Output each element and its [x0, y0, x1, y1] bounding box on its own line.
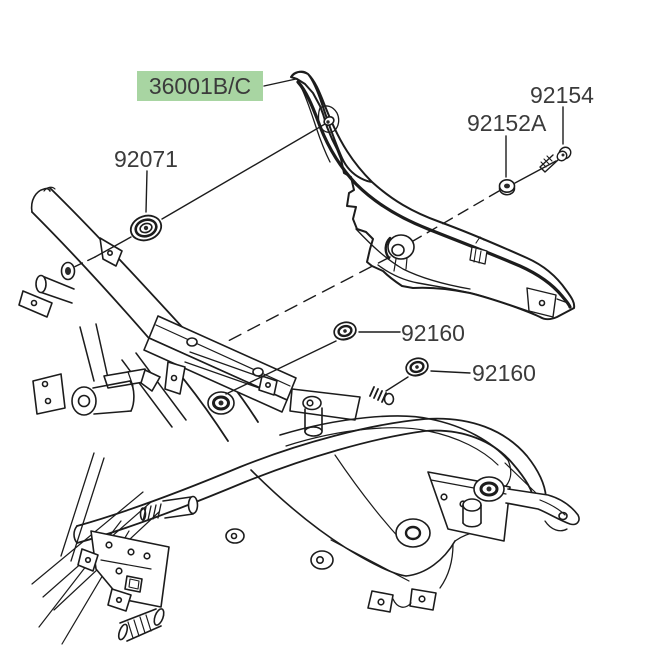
- assembly-axis-lines: [71, 123, 557, 395]
- callout-label-92071: 92071: [114, 146, 178, 172]
- grommet-92160-lower-icon: [405, 357, 429, 377]
- leader-lines: [145, 78, 564, 374]
- grommet-92160-upper-icon: [333, 321, 357, 341]
- frame-left-drawing: [18, 186, 259, 442]
- frame-pivot-drawing: [32, 368, 161, 416]
- callout-label-36001bc: 36001B/C: [137, 71, 263, 101]
- callout-label-92152a: 92152A: [467, 110, 547, 136]
- seat-rail-drawing: [143, 315, 395, 437]
- callout-label-92160-lower: 92160: [472, 360, 536, 386]
- callout-label-92154: 92154: [530, 82, 594, 108]
- grommet-92071-icon: [129, 214, 163, 242]
- washer-92152a-icon: [498, 179, 516, 196]
- bolt-92154-icon: [539, 146, 572, 173]
- side-cover-drawing: [290, 70, 576, 321]
- subframe-drawing: [31, 415, 580, 645]
- callout-label-92160-upper: 92160: [401, 320, 465, 346]
